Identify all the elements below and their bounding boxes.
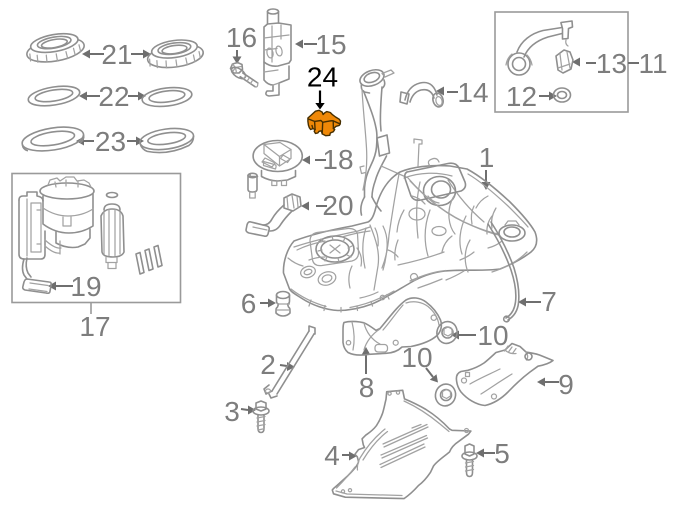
svg-text:21: 21 — [101, 39, 132, 70]
svg-text:10: 10 — [477, 320, 508, 351]
svg-text:9: 9 — [558, 369, 574, 400]
svg-text:14: 14 — [457, 77, 488, 108]
svg-text:6: 6 — [241, 288, 257, 319]
svg-text:24: 24 — [307, 62, 338, 93]
svg-text:16: 16 — [226, 22, 257, 53]
svg-text:11: 11 — [638, 48, 667, 79]
svg-text:4: 4 — [324, 440, 340, 471]
svg-text:1: 1 — [479, 142, 495, 173]
svg-text:13: 13 — [596, 48, 627, 79]
svg-text:7: 7 — [541, 286, 557, 317]
svg-text:23: 23 — [95, 126, 126, 157]
svg-text:15: 15 — [315, 29, 346, 60]
svg-text:18: 18 — [322, 144, 353, 175]
svg-text:2: 2 — [260, 349, 276, 380]
svg-text:5: 5 — [494, 438, 510, 469]
svg-text:3: 3 — [224, 396, 240, 427]
svg-text:19: 19 — [70, 271, 101, 302]
svg-text:12: 12 — [506, 81, 537, 112]
svg-text:17: 17 — [79, 311, 110, 342]
svg-text:8: 8 — [359, 372, 375, 403]
svg-text:22: 22 — [98, 81, 129, 112]
svg-text:20: 20 — [322, 190, 353, 221]
